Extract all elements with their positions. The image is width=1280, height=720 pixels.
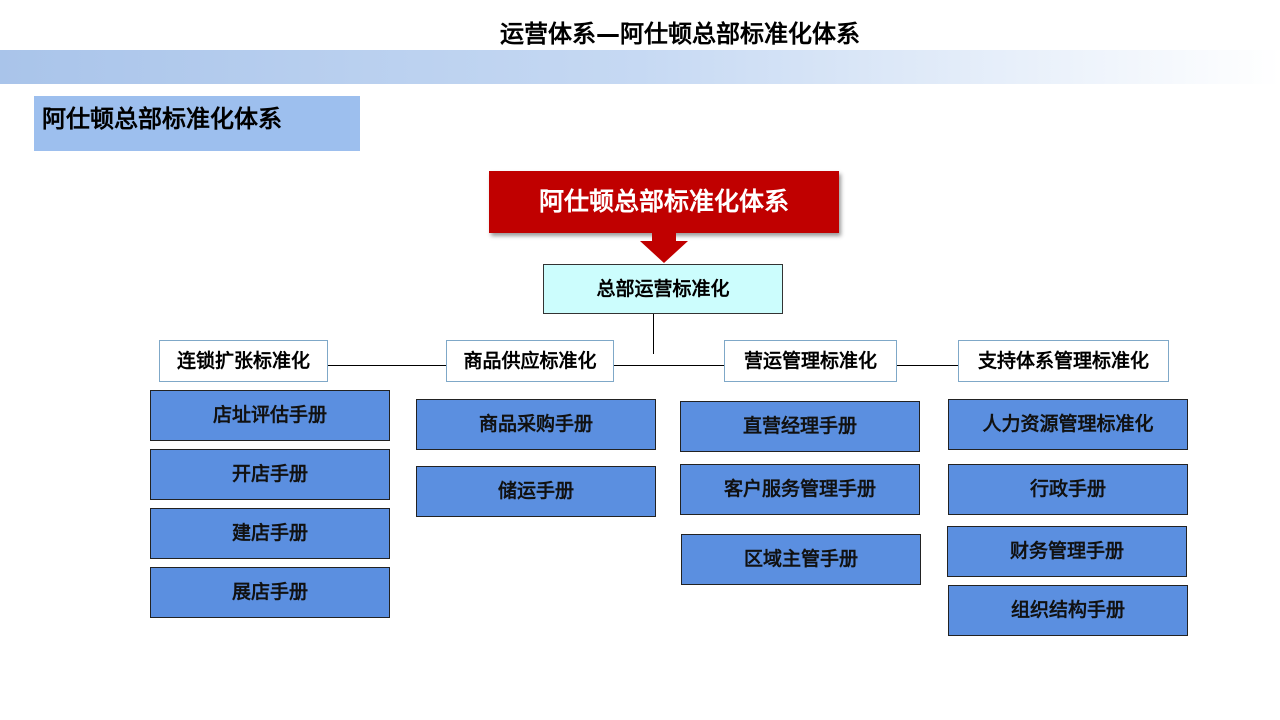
hq-node: 总部运营标准化: [543, 264, 783, 314]
category-operations: 营运管理标准化: [724, 340, 897, 382]
down-arrow-icon: [640, 233, 688, 263]
root-node: 阿仕顿总部标准化体系: [489, 171, 839, 233]
manual-box: 财务管理手册: [947, 526, 1187, 577]
manual-box: 建店手册: [150, 508, 390, 559]
manual-box: 店址评估手册: [150, 390, 390, 441]
category-supply: 商品供应标准化: [446, 340, 614, 382]
manual-box: 商品采购手册: [416, 399, 656, 450]
manual-box: 展店手册: [150, 567, 390, 618]
manual-box: 客户服务管理手册: [680, 464, 920, 515]
connector-horizontal: [328, 365, 958, 366]
manual-box: 人力资源管理标准化: [948, 399, 1188, 450]
manual-box: 开店手册: [150, 449, 390, 500]
category-support: 支持体系管理标准化: [958, 340, 1169, 382]
connector-vertical: [653, 314, 654, 354]
header-band: [0, 50, 1280, 84]
category-expansion: 连锁扩张标准化: [159, 340, 328, 382]
manual-box: 行政手册: [948, 464, 1188, 515]
manual-box: 区域主管手册: [681, 534, 921, 585]
page-title: 运营体系—阿仕顿总部标准化体系: [500, 20, 860, 48]
section-subtitle: 阿仕顿总部标准化体系: [34, 96, 360, 151]
manual-box: 直营经理手册: [680, 401, 920, 452]
manual-box: 储运手册: [416, 466, 656, 517]
manual-box: 组织结构手册: [948, 585, 1188, 636]
